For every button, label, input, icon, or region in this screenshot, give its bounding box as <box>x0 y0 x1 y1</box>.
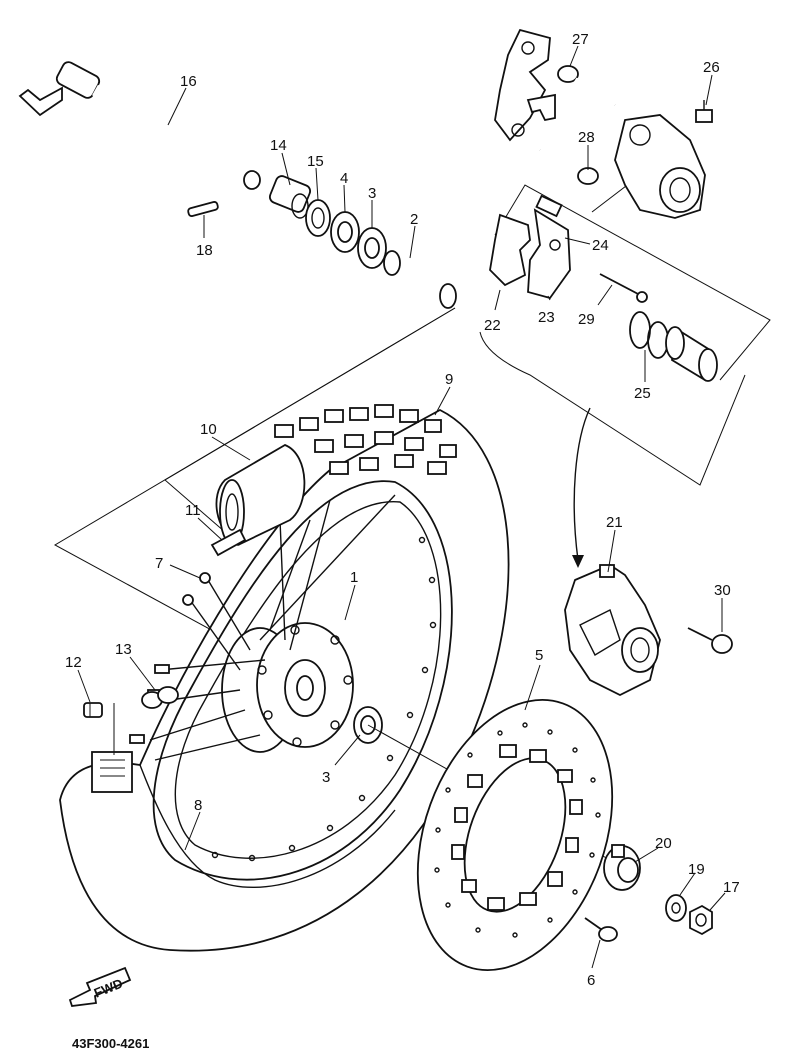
tire-tread <box>274 404 457 475</box>
callout-22: 22 <box>484 317 501 334</box>
callout-25: 25 <box>634 385 651 402</box>
bleed-screw <box>695 100 713 123</box>
front-axle <box>18 61 261 190</box>
caliper-assembly <box>564 563 661 697</box>
oil-seal <box>305 199 331 237</box>
caliper-bolt <box>687 627 733 654</box>
hub <box>221 622 354 753</box>
callout-1: 1 <box>350 569 358 586</box>
disc-bolt <box>584 917 618 942</box>
callout-16: 16 <box>180 73 197 90</box>
slide-pin-28 <box>538 147 599 185</box>
bearing-upper-4 <box>330 211 360 253</box>
fwd-arrow: FWD <box>68 966 132 1007</box>
brake-disc <box>416 698 614 972</box>
callout-labels: 16 14 15 4 3 2 18 9 10 11 7 1 13 12 3 8 … <box>65 31 740 989</box>
callout-24: 24 <box>592 237 609 254</box>
bearing-upper-3 <box>357 227 387 269</box>
piston-seals <box>629 311 718 382</box>
callout-18: 18 <box>196 242 213 259</box>
pad-spring <box>526 93 556 122</box>
callout-17: 17 <box>723 879 740 896</box>
disc-holes <box>434 722 601 938</box>
valve-stem <box>210 528 247 557</box>
callout-6: 6 <box>587 972 595 989</box>
callout-11: 11 <box>185 502 201 519</box>
callout-2: 2 <box>410 211 418 228</box>
callout-12: 12 <box>65 654 82 671</box>
callout-30: 30 <box>714 582 731 599</box>
pad-clip <box>535 194 563 218</box>
front-wheel-assembly <box>59 404 510 952</box>
valve-cutaway <box>91 751 133 793</box>
pad-pin <box>599 273 648 303</box>
reference-code: 43F300-4261 <box>72 1036 149 1051</box>
callout-8: 8 <box>194 797 202 814</box>
axle-nut <box>689 904 713 936</box>
caliper-body <box>614 114 706 219</box>
caliper-bracket <box>494 28 551 142</box>
callout-26: 26 <box>703 59 720 76</box>
callout-23: 23 <box>538 309 555 326</box>
spacer <box>383 250 457 309</box>
assembly-arrow <box>573 407 591 561</box>
callout-28: 28 <box>578 129 595 146</box>
brake-pads <box>489 208 571 300</box>
callout-20: 20 <box>655 835 672 852</box>
washer <box>665 894 687 922</box>
callout-3-lower: 3 <box>322 769 330 786</box>
collar <box>268 175 312 219</box>
callout-13: 13 <box>115 641 132 658</box>
speedometer-gear-unit <box>603 844 641 891</box>
callout-19: 19 <box>688 861 705 878</box>
disc-slots <box>451 744 583 911</box>
callout-9: 9 <box>445 371 453 388</box>
callout-14: 14 <box>270 137 287 154</box>
callout-3-upper: 3 <box>368 185 376 202</box>
callout-5: 5 <box>535 647 543 664</box>
callout-15: 15 <box>307 153 324 170</box>
callout-29: 29 <box>578 311 595 328</box>
spokes <box>149 494 396 761</box>
callout-10: 10 <box>200 421 217 438</box>
rim-spoke-holes <box>211 536 437 862</box>
callout-21: 21 <box>606 514 623 531</box>
valve-nut <box>83 702 103 718</box>
cotter-pin <box>187 201 219 217</box>
slide-pin-27 <box>557 65 617 108</box>
callout-4: 4 <box>340 170 348 187</box>
callout-7: 7 <box>155 555 163 572</box>
callout-27: 27 <box>572 31 589 48</box>
leader-lines <box>77 45 726 969</box>
